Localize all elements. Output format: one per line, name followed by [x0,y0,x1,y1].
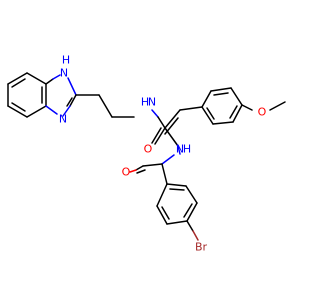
nh-label-imidazole-n: N [60,67,68,80]
benzimidazole-imidazole-ring [45,74,77,117]
amide2-n-label: N [176,143,184,156]
amide-group-2 [129,145,181,185]
amide-group-1 [151,109,166,145]
ethyl-linker [75,94,135,118]
imine-n-label: N [59,113,67,126]
amide1-n-label: N [148,96,156,109]
amide1-h-label: H [141,96,149,109]
bromophenyl-ring [156,183,199,241]
amide2-h-label: H [183,143,191,156]
vinyl-group [164,106,203,147]
amide1-oxygen-label: O [144,143,153,156]
bromine-label: Br [195,241,208,254]
atom-labels: H N N H N O N H O O Br [59,54,267,254]
nh-label-imidazole-h: H [62,54,70,67]
molecule-structure-diagram: H N N H N O N H O O Br [7,54,286,254]
amide2-oxygen-label: O [122,166,131,179]
methoxy-oxygen-label: O [258,106,267,119]
benzimidazole-benzene-ring [7,72,47,118]
methoxyphenyl-ring [201,87,286,125]
